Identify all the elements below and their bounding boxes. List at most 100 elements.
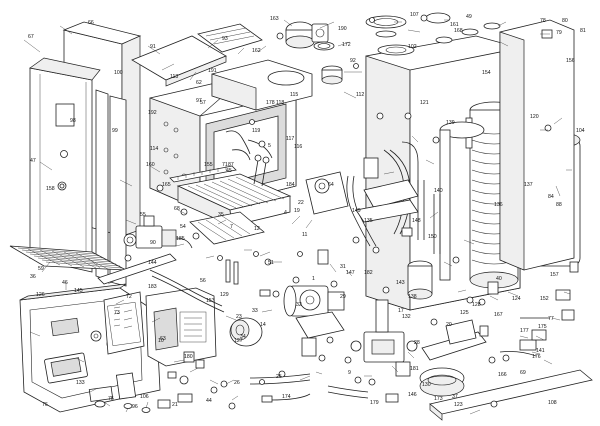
part-number-label: 168 bbox=[454, 28, 463, 34]
part-number-label: 76 bbox=[42, 402, 48, 408]
part-number-label: 102 bbox=[408, 44, 417, 50]
part-number-label: 118 bbox=[276, 100, 284, 106]
part-number-label: 67 bbox=[28, 34, 34, 40]
part-number-label: 23 bbox=[236, 314, 242, 320]
part-number-label: 55 bbox=[140, 212, 146, 218]
part-number-label: 75 bbox=[108, 396, 114, 402]
part-number-label: 79 bbox=[556, 30, 562, 36]
part-number-label: 125 bbox=[460, 310, 469, 316]
part-number-label: 36 bbox=[30, 274, 36, 280]
bottom-rail bbox=[419, 289, 593, 421]
part-number-label: 77 bbox=[548, 316, 554, 322]
part-number-label: 112 bbox=[356, 92, 364, 98]
part-number-label: 98 bbox=[70, 118, 76, 124]
part-number-label: 33 bbox=[252, 308, 258, 314]
part-number-label: 136 bbox=[494, 202, 503, 208]
part-number-label: 97 bbox=[196, 98, 202, 104]
part-number-label: 80 bbox=[562, 18, 568, 24]
part-number-label: 153 bbox=[206, 298, 215, 304]
control-box bbox=[103, 287, 217, 379]
part-number-label: 40 bbox=[496, 276, 502, 282]
part-number-label: 35 bbox=[218, 212, 224, 218]
part-number-label: 178 bbox=[266, 100, 275, 106]
part-number-label: 72 bbox=[126, 294, 132, 300]
leader-lines bbox=[23, 19, 572, 415]
part-number-label: 87 bbox=[228, 162, 234, 168]
part-number-label: 29 bbox=[340, 294, 346, 300]
part-number-label: 34 bbox=[240, 334, 246, 340]
part-number-label: 73 bbox=[114, 310, 120, 316]
part-number-label: 191 bbox=[208, 68, 217, 74]
part-number-label: 96 bbox=[132, 404, 138, 410]
part-number-label: 173 bbox=[434, 396, 443, 402]
part-number-label: 45 bbox=[226, 168, 232, 174]
part-number-label: 99 bbox=[112, 128, 118, 134]
part-number-label: 129 bbox=[220, 292, 229, 298]
part-number-label: 161 bbox=[450, 22, 459, 28]
circulation-pump bbox=[229, 285, 345, 357]
part-number-label: 37 bbox=[452, 394, 458, 400]
part-number-label: 135 bbox=[364, 218, 373, 224]
part-number-label: 44 bbox=[206, 398, 212, 404]
part-number-label: 4 bbox=[284, 210, 287, 216]
part-number-label: 130 bbox=[422, 382, 431, 388]
part-number-label: 84 bbox=[548, 194, 554, 200]
part-number-label: 190 bbox=[338, 26, 347, 32]
part-number-label: 66 bbox=[88, 20, 94, 26]
part-number-label: 145 bbox=[74, 288, 83, 294]
part-number-label: 113 bbox=[170, 74, 178, 80]
part-number-label: 1 bbox=[312, 276, 315, 282]
part-number-label: 32 bbox=[296, 302, 302, 308]
part-number-label: 31 bbox=[340, 264, 346, 270]
part-number-label: 180 bbox=[184, 354, 193, 360]
part-number-label: 132 bbox=[402, 314, 411, 320]
part-number-label: 20 bbox=[446, 322, 452, 328]
part-number-label: 51 bbox=[268, 260, 274, 266]
part-number-label: 166 bbox=[498, 372, 507, 378]
part-number-label: 146 bbox=[408, 392, 417, 398]
part-number-label: 147 bbox=[346, 270, 355, 276]
part-number-label: 174 bbox=[282, 394, 291, 400]
part-number-label: 123 bbox=[454, 402, 463, 408]
part-number-label: 140 bbox=[434, 188, 443, 194]
part-number-label: 165 bbox=[162, 182, 171, 188]
part-number-label: 144 bbox=[148, 260, 157, 266]
part-number-label: 152 bbox=[540, 296, 549, 302]
plate-heat-exchanger bbox=[305, 171, 419, 223]
part-number-label: 81 bbox=[580, 28, 586, 34]
part-number-label: 14 bbox=[260, 322, 266, 328]
part-number-label: 26 bbox=[234, 380, 240, 386]
part-number-label: 181 bbox=[410, 366, 419, 372]
part-number-label: 141 bbox=[536, 348, 545, 354]
part-number-label: 150 bbox=[428, 234, 437, 240]
part-number-label: 116 bbox=[294, 144, 302, 150]
part-number-label: 71 bbox=[222, 162, 228, 168]
part-number-label: 56 bbox=[200, 278, 206, 284]
part-number-label: 21 bbox=[172, 402, 178, 408]
part-number-label: 7 bbox=[230, 224, 233, 230]
boiler-casing bbox=[9, 21, 177, 287]
part-number-label: 179 bbox=[370, 400, 379, 406]
part-number-label: 104 bbox=[576, 128, 585, 134]
part-number-label: 5 bbox=[268, 143, 271, 149]
part-number-label: 156 bbox=[566, 58, 575, 64]
part-number-label: 160 bbox=[146, 162, 155, 168]
part-number-label: 183 bbox=[148, 284, 157, 290]
small-fittings bbox=[124, 17, 579, 410]
part-number-label: 120 bbox=[530, 114, 539, 120]
part-number-label: 49 bbox=[466, 14, 472, 20]
part-number-label: 54 bbox=[180, 224, 186, 230]
part-number-label: 117 bbox=[286, 136, 294, 142]
part-number-label: 184 bbox=[286, 182, 295, 188]
part-number-label: 143 bbox=[396, 280, 405, 286]
part-number-label: 100 bbox=[114, 70, 123, 76]
part-number-label: 175 bbox=[538, 324, 547, 330]
part-number-label: 124 bbox=[512, 296, 521, 302]
part-number-label: 93 bbox=[222, 36, 228, 42]
part-number-label: 88 bbox=[556, 202, 562, 208]
part-number-label: 115 bbox=[290, 92, 298, 98]
part-number-label: 167 bbox=[494, 312, 503, 318]
part-number-label: 78 bbox=[540, 18, 546, 24]
part-number-label: 68 bbox=[174, 206, 180, 212]
